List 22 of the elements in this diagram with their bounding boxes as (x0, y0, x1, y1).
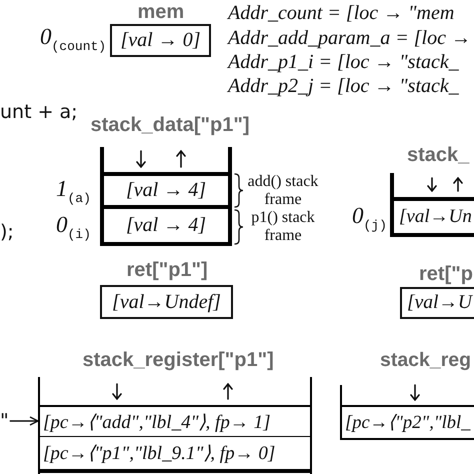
block-title: stack_reg (380, 350, 472, 370)
definition-line: Addr_p1_i = [loc → "stack_ (228, 50, 459, 74)
frame-label: p1() stack frame (250, 209, 316, 245)
code-line: ); (0, 220, 14, 245)
memory-cell: [val→U (400, 287, 474, 319)
code-text: " (0, 408, 9, 434)
definition-line: Addr_p2_j = [loc → "stack_ (228, 74, 459, 98)
code-line: unt + a; (0, 100, 78, 125)
block-title: stack_data["p1"] (90, 115, 250, 135)
arrow (10, 416, 39, 426)
block-title: stack_ (407, 145, 470, 165)
block-title: stack_register["p1"] (82, 350, 274, 370)
definition-line: Addr_count = [loc → "mem (228, 1, 454, 25)
block-title: ret["p1"] (126, 260, 208, 280)
block-title: mem (138, 2, 184, 22)
stack-cell: [pc→⟨"add","lbl_4"⟩, fp→ 1] (38, 405, 312, 438)
memory-cell: [val→Undef] (100, 285, 233, 319)
block-title: ret["p (419, 264, 473, 284)
stack-cell: [pc→⟨"p1","lbl_9.1"⟩, fp→ 0] (38, 437, 312, 473)
memory-cell: [val → 0] (110, 24, 211, 57)
stack-cell: [pc→⟨"p2","lbl_ (340, 405, 474, 440)
definition-line: Addr_add_param_a = [loc → (228, 26, 471, 50)
